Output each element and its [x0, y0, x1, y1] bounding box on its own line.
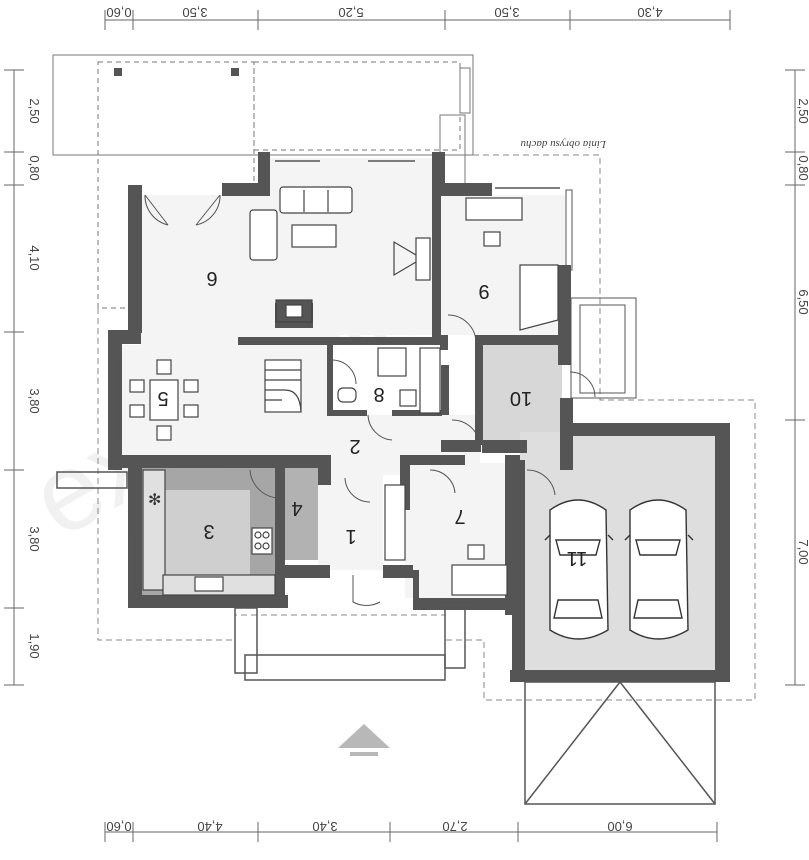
- sofa: [279, 186, 353, 214]
- dimension-labels-bottom: 0,60 4,40 3,40 2,70 6,00: [106, 819, 632, 834]
- dimension-labels-left: 2,50 0,80 4,10 3,80 3,80 1,90: [27, 98, 42, 658]
- driveway: [524, 680, 716, 805]
- dim-right-4: 7,00: [796, 539, 809, 564]
- dim-top-2: 3,50: [182, 5, 207, 20]
- tv-stand: [415, 237, 431, 281]
- room-label-4: 4: [291, 497, 302, 519]
- kitchen-sink: [194, 576, 224, 592]
- dim-left-3: 4,10: [27, 245, 42, 270]
- dimension-labels-top: 0,60 3,50 5,20 3,50 4,30: [106, 5, 662, 20]
- terrace-posts: [114, 68, 239, 76]
- dim-top-5: 4,30: [637, 5, 662, 20]
- dim-left-4: 3,80: [27, 388, 42, 413]
- dim-bottom-4: 2,70: [442, 819, 467, 834]
- desk-room7: [451, 564, 508, 596]
- room-label-6: 6: [206, 267, 217, 289]
- pergola: [565, 189, 637, 399]
- room-label-3: 3: [203, 520, 214, 542]
- dim-right-1: 2,50: [796, 98, 809, 123]
- room-label-2: 2: [349, 435, 360, 457]
- dim-right-3: 6,50: [796, 289, 809, 314]
- armchair: [249, 209, 278, 261]
- dining-table: [149, 379, 179, 421]
- snowflake-icon: ✻: [148, 490, 161, 509]
- cars: [544, 499, 694, 640]
- dim-left-5: 3,80: [27, 526, 42, 551]
- dim-bottom-3: 3,40: [312, 819, 337, 834]
- car-right: [624, 499, 694, 640]
- room-label-8: 8: [373, 383, 384, 405]
- kitchen-counter: [142, 469, 166, 591]
- wardrobe-8: [419, 347, 441, 414]
- room-label-10: 10: [510, 387, 532, 409]
- roof-outline: [97, 154, 756, 701]
- walls: [108, 152, 730, 682]
- windows: [56, 160, 560, 681]
- room-label-9: 9: [478, 280, 489, 302]
- car-left: [544, 499, 614, 640]
- room-label-7: 7: [454, 505, 465, 527]
- sink: [399, 389, 417, 407]
- dim-left-2: 0,80: [27, 155, 42, 180]
- doors: [144, 194, 596, 606]
- wardrobe-hall: [384, 484, 406, 561]
- dim-bottom-5: 6,00: [607, 819, 632, 834]
- dim-right-2: 0,80: [796, 155, 809, 180]
- dim-left-6: 1,90: [27, 633, 42, 658]
- furniture: ✻: [129, 186, 559, 596]
- room-label-1: 1: [345, 525, 356, 547]
- dim-left-1: 2,50: [27, 98, 42, 123]
- room-labels: 1 2 3 4 5 6 7 8 9 10 11: [157, 267, 587, 569]
- dim-top-3: 5,20: [338, 5, 363, 20]
- roof-outline-label: Linia obrysu dachu: [520, 138, 607, 150]
- shower: [377, 347, 407, 377]
- desk-room9: [465, 197, 523, 221]
- toilet: [337, 387, 357, 403]
- dim-top-1: 0,60: [106, 5, 131, 20]
- dimension-lines: [4, 10, 805, 842]
- room-label-11: 11: [567, 547, 588, 569]
- dim-bottom-1: 0,60: [106, 819, 131, 834]
- dimension-labels-right: 2,50 0,80 6,50 7,00: [796, 98, 809, 564]
- room-label-5: 5: [157, 387, 168, 409]
- dim-top-4: 3,50: [494, 5, 519, 20]
- entrance-arrow-icon: [338, 724, 390, 756]
- dim-bottom-2: 4,40: [197, 819, 222, 834]
- staircase: [264, 359, 302, 413]
- coffee-table: [291, 224, 337, 248]
- stove: [251, 527, 273, 555]
